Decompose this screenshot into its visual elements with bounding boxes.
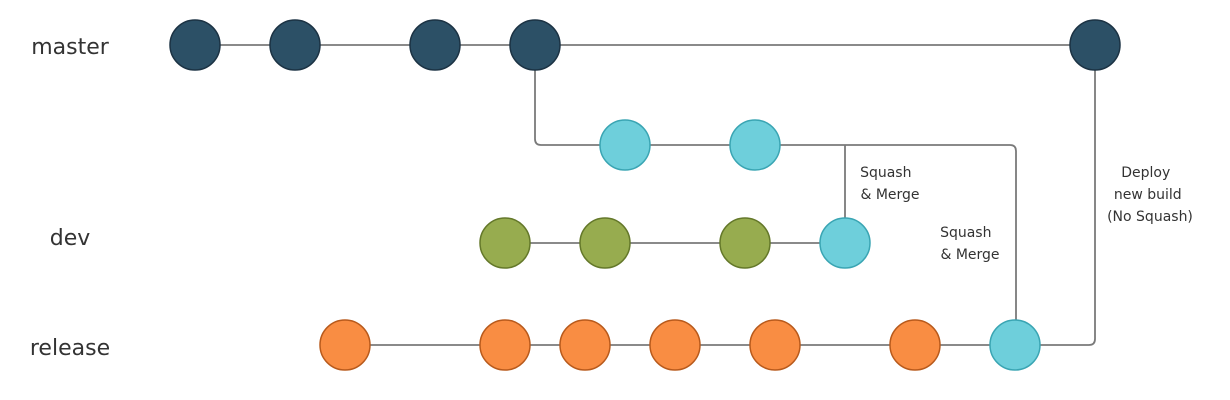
annotation-squash-merge-dev: Squash & Merge	[860, 165, 919, 203]
branch-label-release: release	[30, 336, 110, 361]
commit-master-5	[1069, 19, 1121, 71]
feature-branch-line	[534, 45, 1017, 345]
master-commits	[169, 19, 1121, 71]
squash-commits	[599, 119, 1041, 371]
commit-release-2	[479, 319, 531, 371]
annotation-squash-merge-dev-line-2: & Merge	[860, 187, 919, 203]
commit-feature-1	[599, 119, 651, 171]
commit-dev-2	[579, 217, 631, 269]
annotation-squash-merge-release-line-1: Squash	[940, 225, 991, 241]
commit-dev-squash	[819, 217, 871, 269]
annotation-squash-merge-release: Squash & Merge	[940, 225, 999, 263]
edges	[195, 44, 1096, 346]
annotation-deploy-line-2: new build	[1114, 187, 1182, 203]
annotation-squash-merge-release-line-2: & Merge	[940, 247, 999, 263]
dev-commits	[479, 217, 771, 269]
commit-release-1	[319, 319, 371, 371]
annotation-deploy: Deploy new build (No Squash)	[1107, 165, 1193, 225]
annotation-deploy-line-3: (No Squash)	[1107, 209, 1193, 225]
commit-master-1	[169, 19, 221, 71]
release-commits	[319, 319, 941, 371]
commit-feature-2	[729, 119, 781, 171]
commit-release-6	[889, 319, 941, 371]
deploy-line	[1015, 45, 1096, 346]
commit-master-4	[509, 19, 561, 71]
annotation-squash-merge-dev-line-1: Squash	[860, 165, 911, 181]
commit-release-3	[559, 319, 611, 371]
commit-master-3	[409, 19, 461, 71]
commit-dev-1	[479, 217, 531, 269]
commit-release-4	[649, 319, 701, 371]
commit-release-5	[749, 319, 801, 371]
branch-label-master: master	[31, 35, 110, 60]
commit-master-2	[269, 19, 321, 71]
commit-dev-3	[719, 217, 771, 269]
annotation-deploy-line-1: Deploy	[1121, 165, 1170, 181]
branch-label-dev: dev	[50, 226, 91, 251]
commit-release-squash	[989, 319, 1041, 371]
